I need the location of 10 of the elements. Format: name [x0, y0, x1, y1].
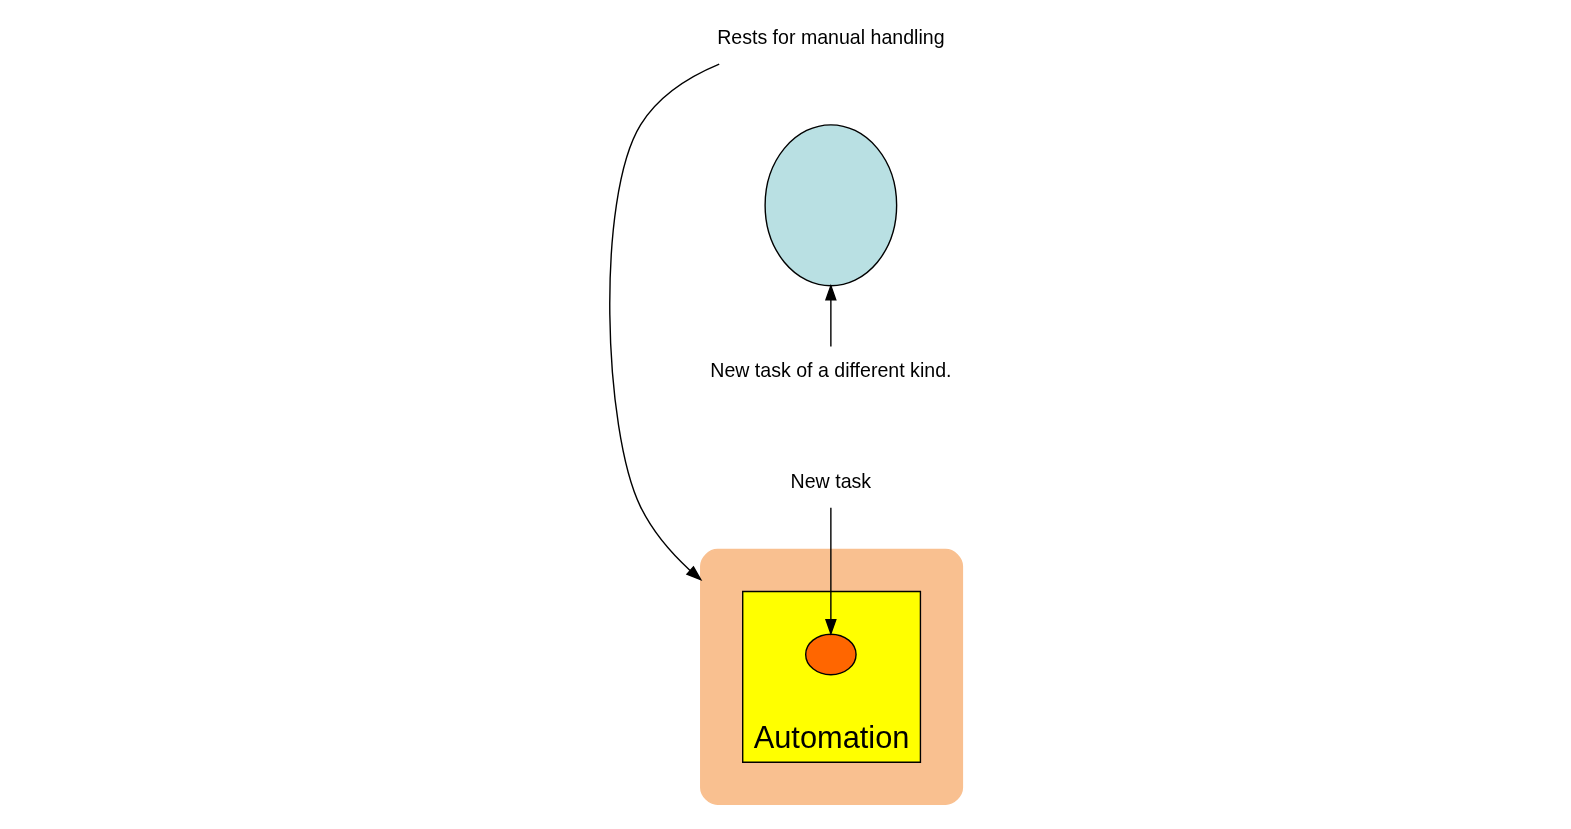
cluster — [699, 548, 963, 805]
node-circle — [763, 124, 897, 287]
node-circle — [804, 633, 857, 676]
node-text: New task — [790, 469, 871, 492]
node-text: New task of a different kind. — [709, 359, 951, 381]
arrow — [824, 283, 837, 348]
arrow — [824, 507, 837, 636]
cluster: Automation — [741, 590, 921, 763]
arrow — [608, 63, 720, 582]
node-text: Rests for manual handling — [716, 25, 945, 48]
